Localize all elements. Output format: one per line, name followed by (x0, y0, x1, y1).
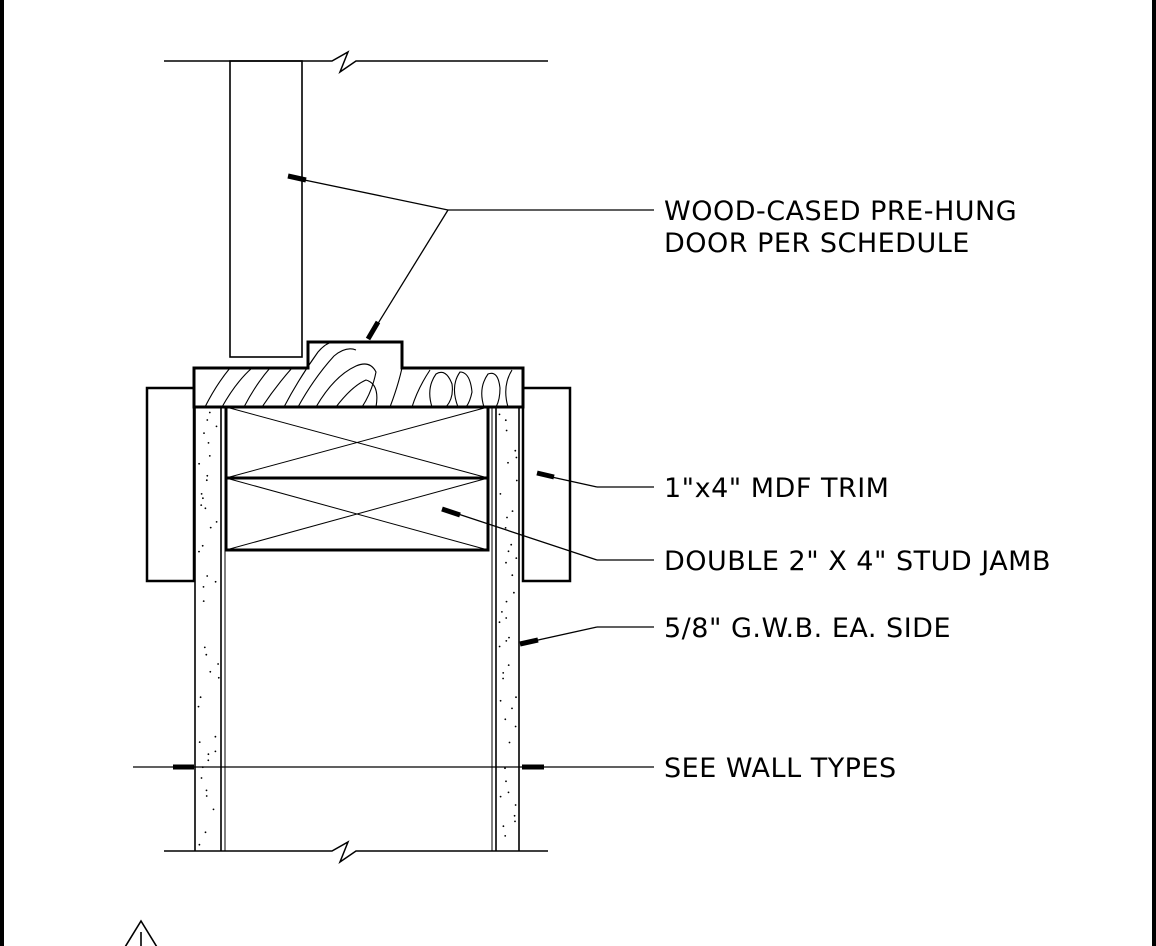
wood-casing (192, 340, 525, 409)
door-note-line-2: DOOR PER SCHEDULE (664, 228, 970, 259)
left-gwb-layer (194, 407, 226, 851)
left-trim (145, 386, 196, 583)
revision-triangle-icon (124, 919, 158, 946)
stud-jamb (224, 405, 490, 552)
right-gwb-stipple (498, 413, 518, 837)
gwb-note: 5/8" G.W.B. EA. SIDE (664, 613, 951, 644)
right-trim (521, 386, 572, 583)
gwb-leader (519, 626, 654, 647)
door-leaf (229, 60, 303, 358)
jamb-leader (441, 506, 654, 561)
trim-note: 1"x4" MDF TRIM (664, 473, 889, 504)
trim-leader (536, 470, 654, 488)
left-gwb-stipple (197, 411, 220, 846)
top-break-line (164, 50, 548, 75)
right-gwb-layer (491, 407, 520, 851)
jamb-note: DOUBLE 2" X 4" STUD JAMB (664, 546, 1051, 577)
door-leader (287, 173, 654, 341)
wall-types-note: SEE WALL TYPES (664, 753, 897, 784)
bottom-break-line (164, 840, 548, 865)
door-note-line-1: WOOD-CASED PRE-HUNG (664, 196, 1017, 227)
